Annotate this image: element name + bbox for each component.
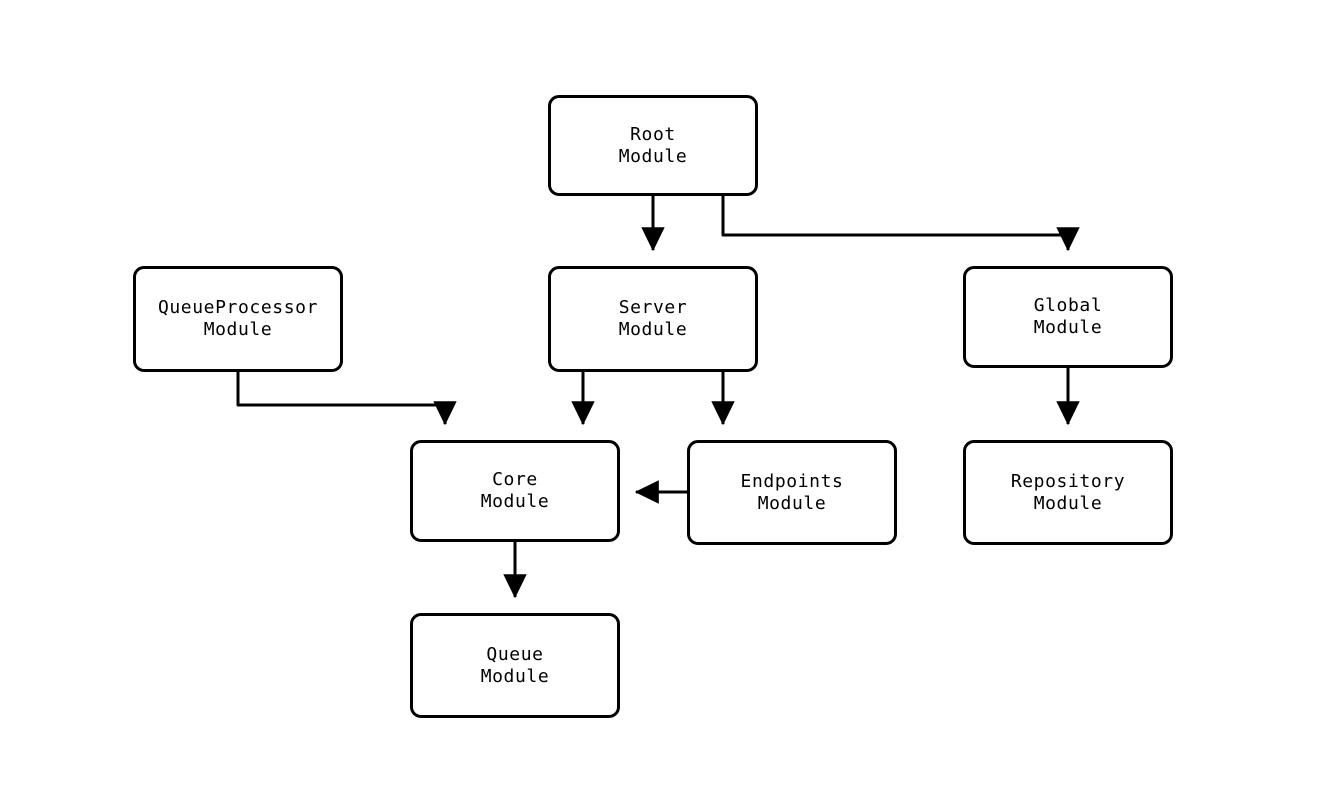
node-label-line2: Module: [618, 145, 688, 167]
node-label-line2: Module: [757, 492, 827, 514]
node-label-line1: Core: [492, 469, 538, 490]
node-label-line2: Module: [1033, 492, 1103, 514]
node-label-line2: Module: [1033, 317, 1103, 338]
edge-root-to-global: [721, 196, 1080, 252]
node-label-line1: Root: [630, 123, 676, 145]
node-label-line1: Queue: [486, 643, 544, 665]
node-label-line1: Global: [1033, 295, 1103, 316]
node-label-line2: Module: [480, 665, 550, 687]
edge-queueprocessor-to-core: [236, 372, 457, 426]
node-label-line1: Server: [618, 297, 688, 318]
node-label-line1: QueueProcessor: [157, 297, 319, 318]
node-label-line2: Module: [480, 491, 550, 512]
node-label-line1: Repository: [1010, 470, 1126, 492]
node-label-line2: Module: [203, 319, 273, 340]
node-label-line2: Module: [618, 319, 688, 340]
node-label-line1: Endpoints: [740, 470, 844, 492]
